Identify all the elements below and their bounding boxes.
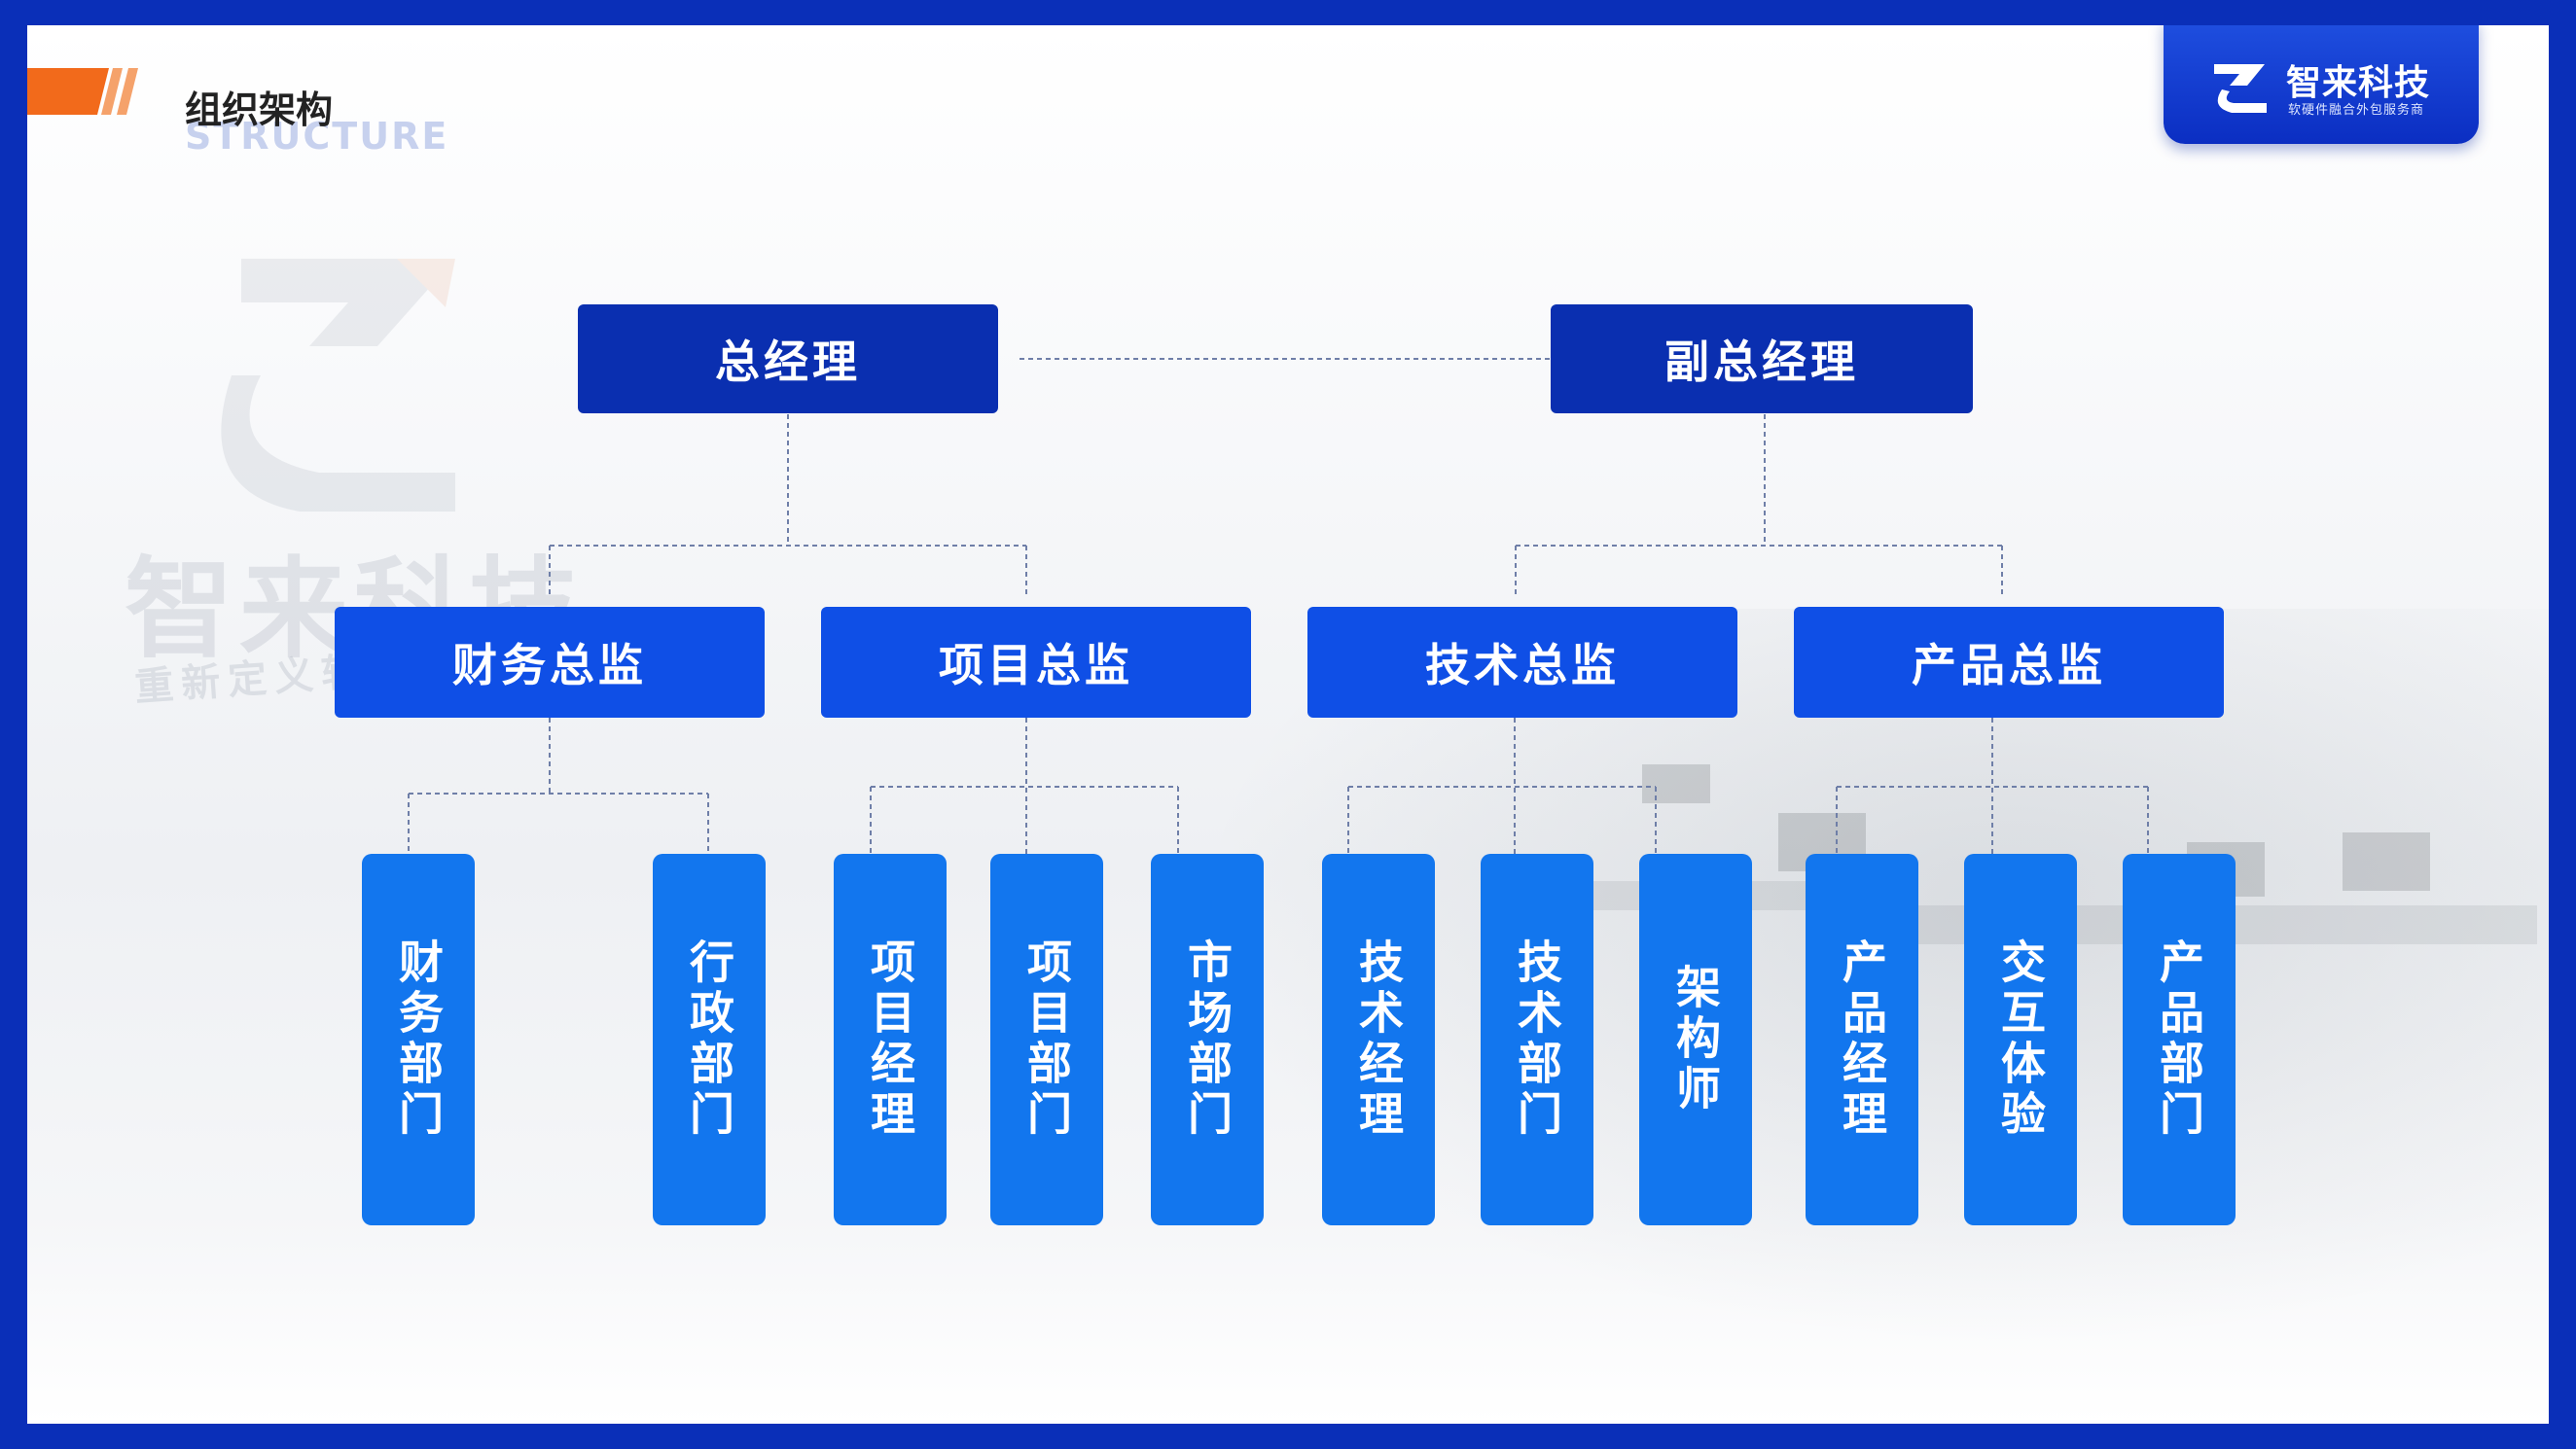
node-label: 产品经理 xyxy=(1836,938,1888,1141)
node-project-department: 项目部门 xyxy=(990,854,1103,1225)
node-label: 行政部门 xyxy=(683,938,735,1141)
node-label: 项目总监 xyxy=(939,639,1133,691)
node-label: 项目经理 xyxy=(864,938,916,1141)
brand-name: 智来科技 xyxy=(2286,63,2431,103)
node-admin-department: 行政部门 xyxy=(653,854,766,1225)
node-label: 架构师 xyxy=(1669,964,1722,1115)
node-label: 技术经理 xyxy=(1352,938,1405,1141)
node-label: 技术部门 xyxy=(1511,938,1563,1141)
node-market-department: 市场部门 xyxy=(1151,854,1264,1225)
node-tech-manager: 技术经理 xyxy=(1322,854,1435,1225)
node-finance-department: 财务部门 xyxy=(362,854,475,1225)
node-product-manager: 产品经理 xyxy=(1806,854,1918,1225)
node-interaction-experience: 交互体验 xyxy=(1964,854,2077,1225)
node-project-manager: 项目经理 xyxy=(834,854,947,1225)
node-label: 交互体验 xyxy=(1994,938,2047,1141)
node-general-manager: 总经理 xyxy=(578,304,998,413)
node-label: 项目部门 xyxy=(1020,938,1073,1141)
watermark-logo-icon xyxy=(221,259,455,512)
brand-tagline: 软硬件融合外包服务商 xyxy=(2288,103,2425,118)
node-label: 技术总监 xyxy=(1425,639,1620,691)
node-tech-director: 技术总监 xyxy=(1307,607,1737,718)
node-label: 副总经理 xyxy=(1664,336,1859,388)
node-architect: 架构师 xyxy=(1639,854,1752,1225)
brand-logo-icon xyxy=(2214,64,2267,113)
section-subtitle: STRUCTURE xyxy=(185,115,449,158)
monitor-shape xyxy=(2343,832,2430,891)
org-connector-lines xyxy=(408,358,2149,854)
section-title: 组织架构 xyxy=(185,88,334,131)
node-project-director: 项目总监 xyxy=(821,607,1251,718)
node-label: 产品部门 xyxy=(2153,938,2205,1141)
node-label: 产品总监 xyxy=(1912,639,2106,691)
node-tech-department: 技术部门 xyxy=(1481,854,1593,1225)
node-product-director: 产品总监 xyxy=(1794,607,2224,718)
node-label: 财务部门 xyxy=(392,938,445,1141)
brand-badge: 智来科技 软硬件融合外包服务商 xyxy=(2164,25,2479,144)
node-finance-director: 财务总监 xyxy=(335,607,765,718)
slide: 智来科技 重新定义软 STRUCTURE 组织架构 智来科技 软硬件融合外包服务… xyxy=(27,25,2549,1424)
monitor-shape xyxy=(1642,764,1710,803)
header-accent-stripes-icon xyxy=(27,68,138,115)
node-label: 市场部门 xyxy=(1181,938,1234,1141)
node-product-department: 产品部门 xyxy=(2123,854,2236,1225)
node-label: 财务总监 xyxy=(452,639,647,691)
node-deputy-general-manager: 副总经理 xyxy=(1551,304,1973,413)
node-label: 总经理 xyxy=(715,336,861,388)
